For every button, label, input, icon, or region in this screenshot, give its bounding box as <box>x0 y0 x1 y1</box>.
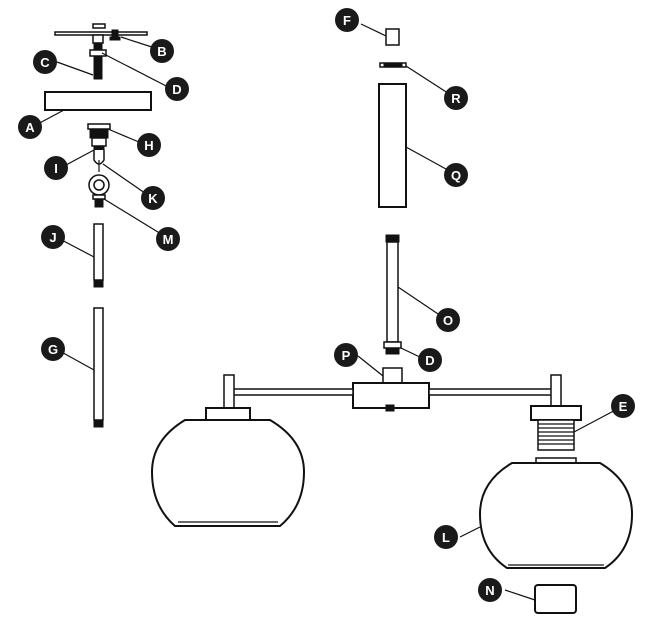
callout-m: M <box>156 227 180 251</box>
callout-g-label: G <box>48 342 58 357</box>
part-m-loop-fitting <box>88 174 110 208</box>
left-socket-cup <box>205 407 251 421</box>
callout-d-upper: D <box>165 77 189 101</box>
callout-f: F <box>335 8 359 32</box>
callout-o: O <box>436 308 460 332</box>
callout-e-label: E <box>619 399 628 414</box>
callout-r: R <box>444 86 468 110</box>
callout-l: L <box>434 525 458 549</box>
part-r-washer <box>379 62 407 68</box>
callout-n: N <box>478 578 502 602</box>
callout-e: E <box>611 394 635 418</box>
callout-d-upper-label: D <box>172 82 181 97</box>
callout-j-label: J <box>49 230 56 245</box>
part-h-canopy-ring <box>87 123 111 139</box>
part-l-globe-shade <box>478 462 634 569</box>
part-n-bulb-cap <box>534 584 577 614</box>
callout-r-label: R <box>451 91 461 106</box>
callout-b: B <box>150 39 174 63</box>
callout-n-label: N <box>485 583 494 598</box>
callout-c-label: C <box>40 55 50 70</box>
part-c-threaded-nipple <box>92 34 104 80</box>
callout-a: A <box>18 115 42 139</box>
right-socket-cup <box>530 405 582 421</box>
left-globe-shade <box>150 419 306 527</box>
part-e-threaded-socket <box>535 419 577 464</box>
part-q-cover-tube <box>378 83 407 208</box>
callout-o-label: O <box>443 313 453 328</box>
callout-c: C <box>33 50 57 74</box>
callout-p: P <box>334 343 358 367</box>
callout-j: J <box>41 225 65 249</box>
callout-d-lower: D <box>418 348 442 372</box>
callout-h: H <box>137 133 161 157</box>
callout-m-label: M <box>163 232 174 247</box>
callout-i: I <box>44 156 68 180</box>
callout-b-label: B <box>157 44 166 59</box>
callout-i-label: I <box>54 161 58 176</box>
part-f-cap <box>385 28 400 46</box>
part-g-long-stem <box>93 307 104 428</box>
callout-d-lower-label: D <box>425 353 434 368</box>
callout-k: K <box>141 186 165 210</box>
callout-k-label: K <box>148 191 158 206</box>
part-p-center-hub <box>352 367 430 412</box>
part-b-crossbar <box>54 23 148 41</box>
callout-g: G <box>41 337 65 361</box>
callout-l-label: L <box>442 530 450 545</box>
callout-p-label: P <box>342 348 351 363</box>
callout-f-label: F <box>343 13 351 28</box>
part-d-nut-upper <box>89 49 107 57</box>
callout-a-label: A <box>25 120 35 135</box>
part-d-nut-lower <box>383 341 402 355</box>
part-j-short-stem <box>93 223 104 288</box>
part-o-center-stem <box>385 234 400 343</box>
callout-h-label: H <box>144 138 153 153</box>
part-a-canopy <box>44 91 152 111</box>
callout-q: Q <box>444 163 468 187</box>
callout-q-label: Q <box>451 168 461 183</box>
